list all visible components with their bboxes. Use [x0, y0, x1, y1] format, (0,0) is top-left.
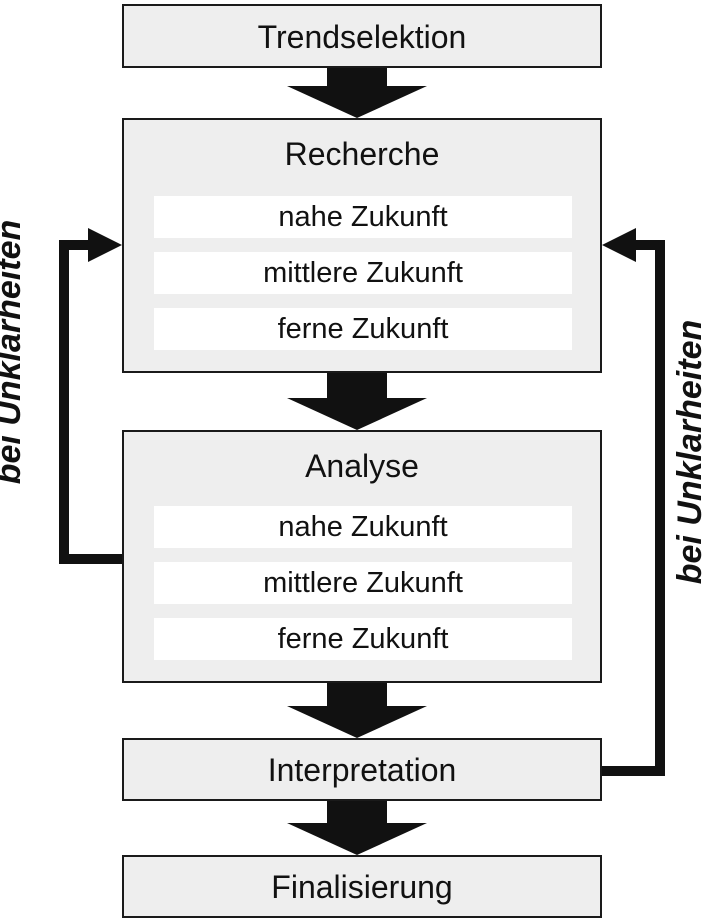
step-recherche: Recherche nahe Zukunft mittlere Zukunft … [122, 118, 602, 373]
step-trendselektion: Trendselektion [122, 4, 602, 68]
interpretation-label: Interpretation [267, 752, 457, 788]
trendselektion-label: Trendselektion [257, 19, 467, 55]
step-finalisierung: Finalisierung [122, 855, 602, 918]
feedback-left-label: bei Unklarheiten [0, 219, 28, 485]
arrow-interpretation-to-finalisierung [287, 801, 427, 855]
arrow-trend-to-recherche [287, 68, 427, 118]
analyse-item-near: nahe Zukunft [154, 506, 572, 548]
recherche-title: Recherche [284, 136, 440, 172]
arrow-recherche-to-analyse [287, 373, 427, 430]
step-analyse: Analyse nahe Zukunft mittlere Zukunft fe… [122, 430, 602, 683]
analyse-item-mid: mittlere Zukunft [154, 562, 572, 604]
feedback-left-arrowhead [88, 228, 122, 262]
analyse-title: Analyse [305, 448, 419, 484]
feedback-right-arrowhead [602, 228, 636, 262]
step-interpretation: Interpretation [122, 738, 602, 801]
feedback-right-line [602, 240, 665, 776]
feedback-left-line [59, 240, 122, 564]
recherche-item-far: ferne Zukunft [154, 308, 572, 350]
arrow-analyse-to-interpretation [287, 683, 427, 738]
recherche-item-near: nahe Zukunft [154, 196, 572, 238]
feedback-right-label: bei Unklarheiten [671, 319, 709, 585]
finalisierung-label: Finalisierung [271, 869, 453, 905]
analyse-item-far: ferne Zukunft [154, 618, 572, 660]
recherche-item-mid: mittlere Zukunft [154, 252, 572, 294]
